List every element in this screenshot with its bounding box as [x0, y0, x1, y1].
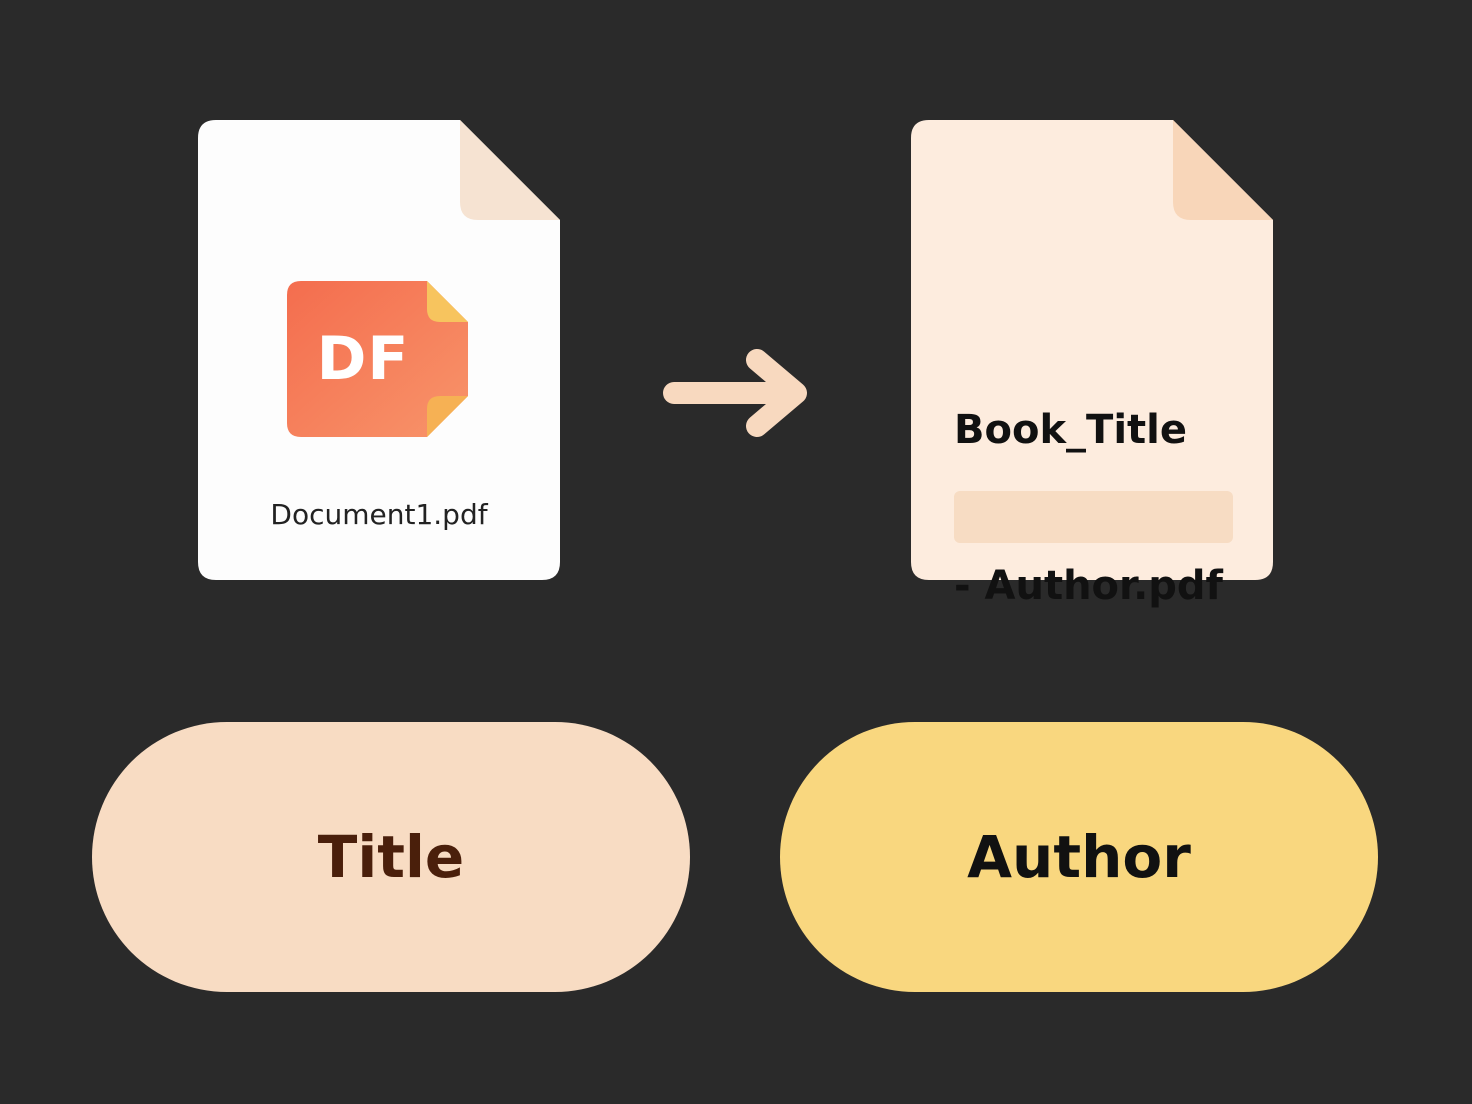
renamed-filename: Book_Title - Author.pdf — [954, 300, 1223, 716]
pdf-badge-label: DF — [316, 324, 410, 394]
renamed-filename-line1: Book_Title — [954, 407, 1188, 453]
title-pill: Title — [92, 722, 690, 992]
renamed-document-card: Book_Title - Author.pdf — [911, 120, 1273, 609]
renamed-filename-line2: - Author.pdf — [954, 563, 1223, 609]
source-document-card: DF Document1.pdf — [198, 120, 560, 580]
author-pill: Author — [780, 722, 1378, 992]
source-filename: Document1.pdf — [270, 498, 488, 531]
arrow-right-icon — [663, 349, 807, 437]
renamed-file-icon — [911, 120, 1273, 580]
placeholder-bar — [954, 491, 1233, 543]
pdf-badge-icon: DF — [287, 281, 468, 437]
